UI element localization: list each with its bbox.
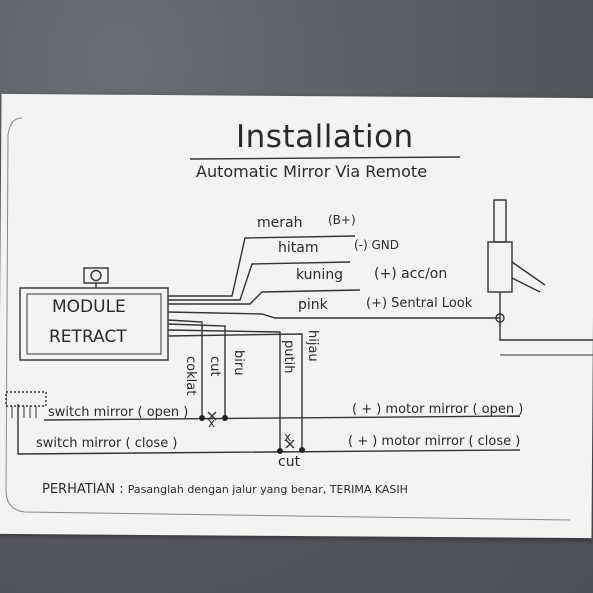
wire-label-putih: putih [281, 340, 296, 374]
central-lock-actuator [487, 199, 593, 356]
wire-label-coklat: coklat [183, 356, 198, 396]
wire-label-biru: biru [231, 350, 246, 376]
wire-hitam [168, 261, 351, 301]
wire-note-kuning: (+) acc/on [374, 266, 448, 282]
switch-plug [5, 391, 47, 407]
wire-putih [167, 329, 281, 452]
notice-text: Pasanglah dengan jalur yang benar, TERIM… [127, 483, 408, 496]
module-connector-hole [90, 269, 102, 282]
motor-mirror-close-label: ( + ) motor mirror ( close ) [348, 434, 521, 449]
wire-switch-close [17, 404, 521, 455]
wire-note-hitam: (-) GND [354, 238, 400, 252]
wire-hijau [167, 333, 303, 450]
wire-label-cut1: cut [207, 356, 222, 377]
page-subtitle: Automatic Mirror Via Remote [196, 162, 428, 181]
switch-mirror-close-label: switch mirror ( close ) [36, 436, 178, 451]
notice: PERHATIAN : Pasanglah dengan jalur yang … [42, 482, 408, 497]
wire-label-kuning: kuning [296, 267, 344, 283]
card-border [5, 117, 571, 521]
wire-label-merah: merah [257, 215, 303, 231]
notice-label: PERHATIAN : [42, 482, 124, 497]
wire-switch-open [43, 415, 521, 421]
wire-label-cut2: cut [278, 454, 301, 470]
wire-kuning [168, 289, 361, 305]
module-label-line1: MODULE [52, 297, 126, 317]
cross-label-2: x [284, 430, 292, 444]
wire-note-pink: (+) Sentral Look [366, 296, 473, 311]
title-underline [189, 156, 461, 160]
wire-label-hijau: hijau [305, 330, 320, 362]
wire-coklat [167, 319, 203, 418]
page-title: Installation [236, 119, 414, 155]
wire-pink [167, 311, 500, 319]
wire-merah [168, 235, 356, 297]
switch-mirror-open-label: switch mirror ( open ) [48, 405, 189, 420]
module-inner-box [26, 293, 162, 355]
wire-label-pink: pink [298, 297, 328, 313]
wire-biru [167, 323, 226, 420]
wire-note-merah: (B+) [328, 213, 356, 227]
motor-mirror-open-label: ( + ) motor mirror ( open ) [352, 402, 524, 417]
module-label-line2: RETRACT [49, 327, 127, 347]
cross-label-1: x [208, 416, 216, 430]
wire-label-hitam: hitam [278, 240, 319, 256]
